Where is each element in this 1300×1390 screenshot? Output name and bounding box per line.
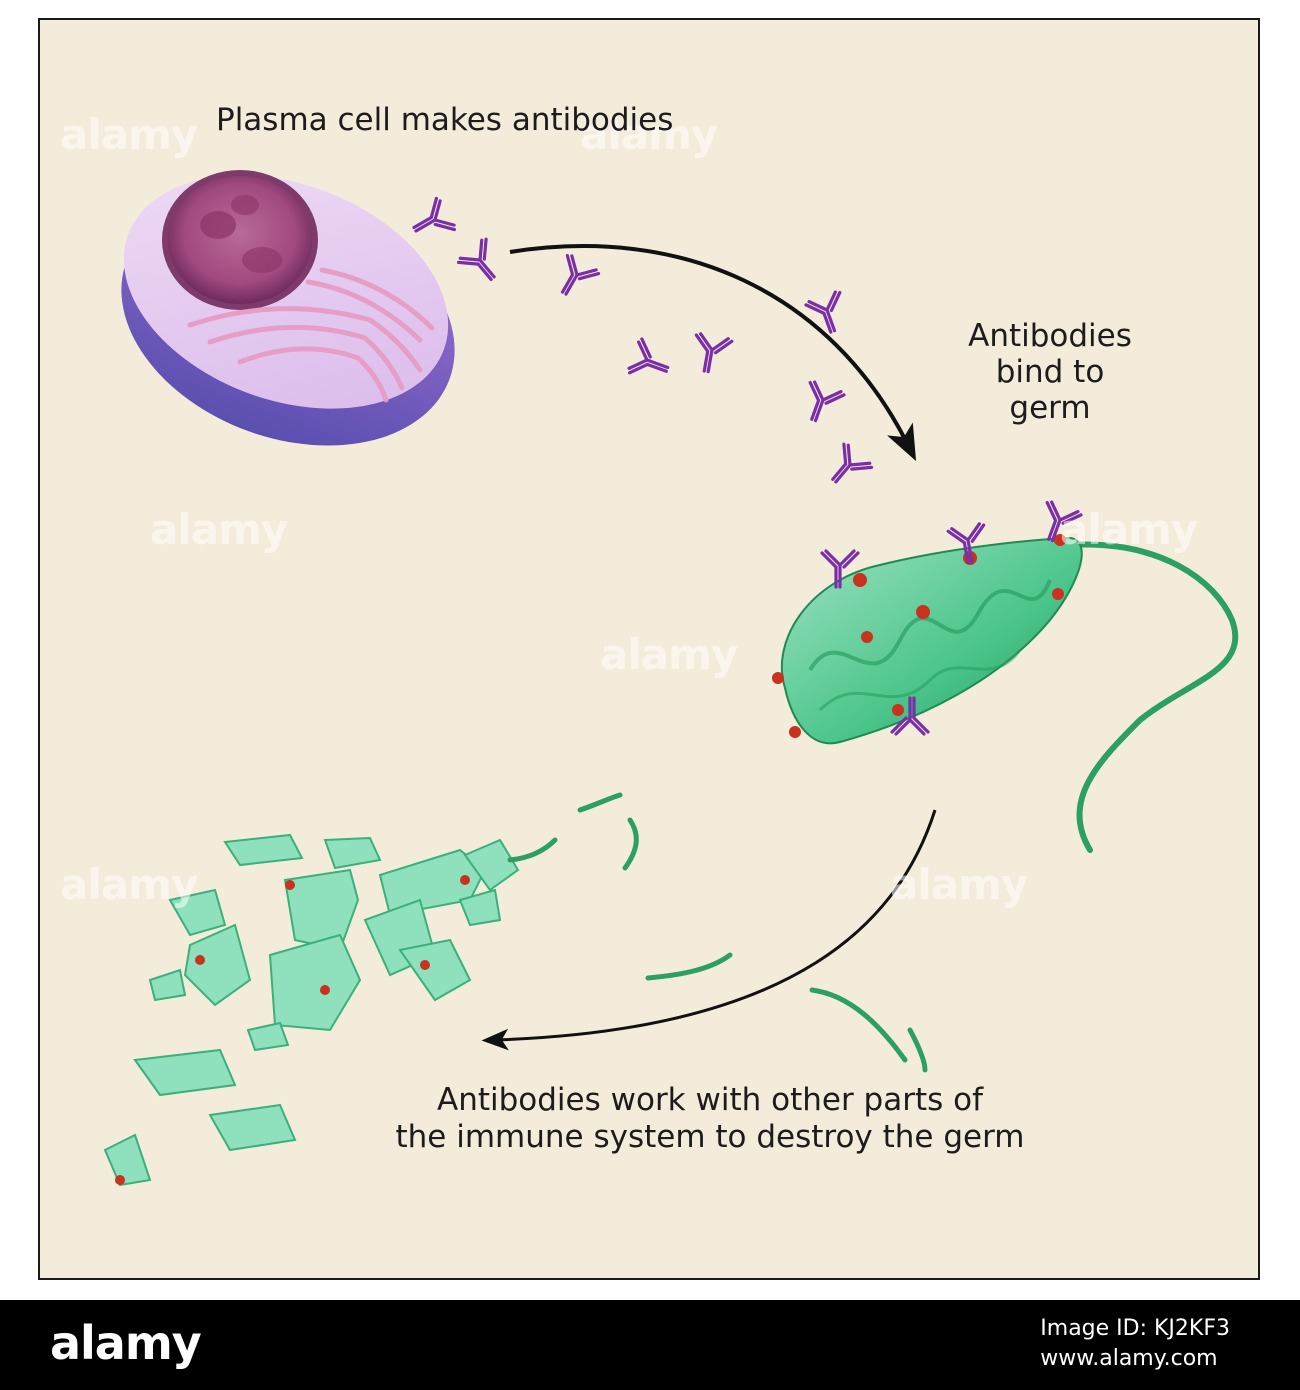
footer-bar: alamy Image ID: KJ2KF3 www.alamy.com	[0, 1300, 1300, 1390]
watermark: alamy	[600, 630, 738, 679]
destroy-germ-line-2: the immune system to destroy the germ	[395, 1119, 1025, 1155]
antibodies-bind-line-3: germ	[1009, 390, 1091, 426]
destroyed-germ-fragments-icon	[103, 833, 520, 1187]
watermark: alamy	[890, 860, 1028, 909]
diagram-frame: alamy alamy alamy alamy alamy alamy alam…	[38, 18, 1260, 1280]
watermark: alamy	[580, 110, 718, 159]
fragment-spots	[115, 875, 470, 1185]
antibodies-bind-line-2: bind to	[995, 354, 1105, 390]
antibody-icon	[405, 195, 875, 496]
watermark: alamy	[150, 505, 288, 554]
site-url: www.alamy.com	[1040, 1346, 1218, 1371]
arrow-to-germ	[509, 244, 917, 462]
diagram-art	[103, 170, 1239, 1187]
alamy-logo: alamy	[50, 1316, 202, 1370]
plasma-cell-icon	[121, 170, 455, 446]
bacterium-icon	[772, 499, 1239, 853]
image-id: Image ID: KJ2KF3	[1040, 1316, 1230, 1341]
plasma-cell-label: Plasma cell makes antibodies	[216, 102, 674, 138]
destroy-germ-label: Antibodies work with other parts of the …	[300, 1082, 1120, 1156]
watermark: alamy	[1060, 505, 1198, 554]
antibodies-bind-label: Antibodies bind to germ	[920, 318, 1180, 426]
destroy-germ-line-1: Antibodies work with other parts of	[436, 1082, 984, 1118]
broken-flagellum-icon	[507, 792, 928, 1073]
watermark: alamy	[60, 110, 198, 159]
watermark: alamy	[60, 860, 198, 909]
antibodies-bind-line-1: Antibodies	[968, 318, 1132, 354]
footer-image-info: Image ID: KJ2KF3 www.alamy.com	[1040, 1314, 1230, 1374]
arrow-to-fragments	[481, 809, 937, 1051]
